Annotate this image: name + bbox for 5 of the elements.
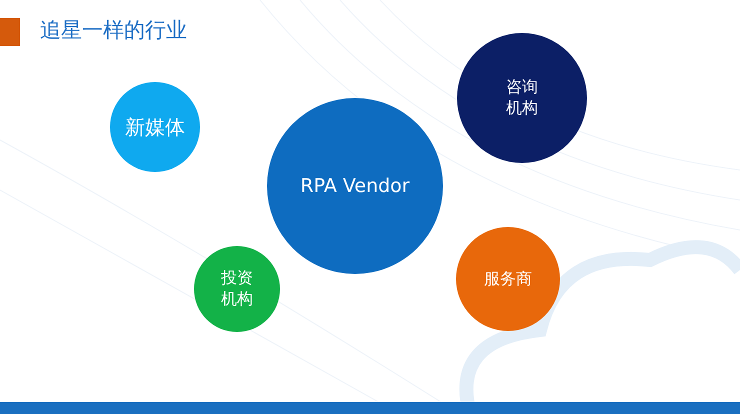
circle: 投资机构 <box>194 246 280 332</box>
slide-title: 追星一样的行业 <box>40 17 187 44</box>
circle: 新媒体 <box>110 82 200 172</box>
circle: 服务商 <box>456 227 560 331</box>
circle: RPA Vendor <box>267 98 443 274</box>
